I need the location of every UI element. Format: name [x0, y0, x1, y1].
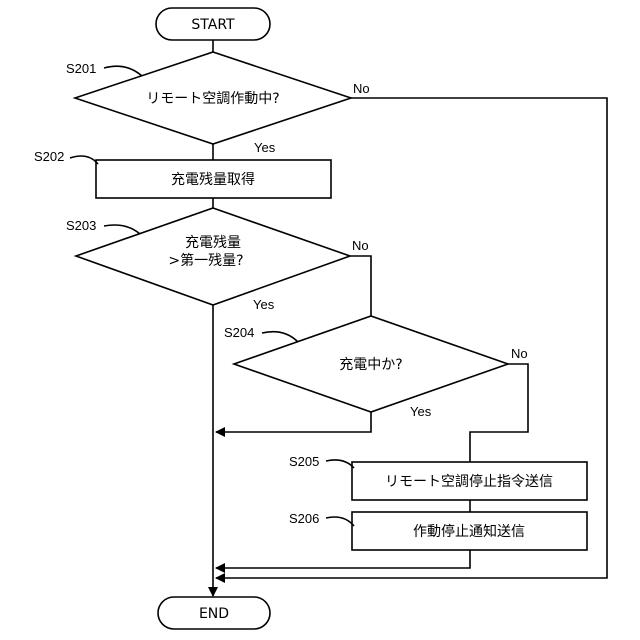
- leader-s203: [104, 225, 140, 234]
- decision-s203-line2: >第一残量?: [168, 252, 243, 269]
- process-s202-text: 充電残量取得: [171, 171, 255, 188]
- step-label-s201: S201: [66, 61, 96, 76]
- connector-s204-no: [470, 364, 528, 462]
- branch-label-s204-no: No: [511, 346, 528, 361]
- branch-label-s203-no: No: [352, 238, 369, 253]
- step-label-s205: S205: [289, 454, 319, 469]
- step-label-s206: S206: [289, 511, 319, 526]
- leader-s201: [104, 66, 142, 76]
- decision-s201-text: リモート空調作動中?: [146, 91, 279, 107]
- connector-s204-yes: [216, 412, 371, 432]
- decision-s204-text: 充電中か?: [339, 357, 402, 373]
- step-label-s202: S202: [34, 149, 64, 164]
- start-label: START: [191, 17, 235, 33]
- connector-s203-no: [350, 256, 371, 316]
- leader-s204: [262, 332, 298, 342]
- branch-label-s201-yes: Yes: [254, 140, 276, 155]
- connector-s206-end: [216, 550, 470, 568]
- leader-s202: [70, 156, 98, 164]
- leader-s206: [326, 517, 354, 526]
- end-label: END: [199, 606, 229, 622]
- decision-s203-line1: 充電残量: [185, 235, 241, 251]
- branch-label-s201-no: No: [353, 81, 370, 96]
- process-s206-text: 作動停止通知送信: [413, 523, 525, 540]
- step-label-s203: S203: [66, 218, 96, 233]
- process-s205-text: リモート空調停止指令送信: [385, 473, 553, 490]
- leader-s205: [326, 460, 354, 468]
- branch-label-s203-yes: Yes: [253, 297, 275, 312]
- branch-label-s204-yes: Yes: [410, 404, 432, 419]
- step-label-s204: S204: [224, 325, 254, 340]
